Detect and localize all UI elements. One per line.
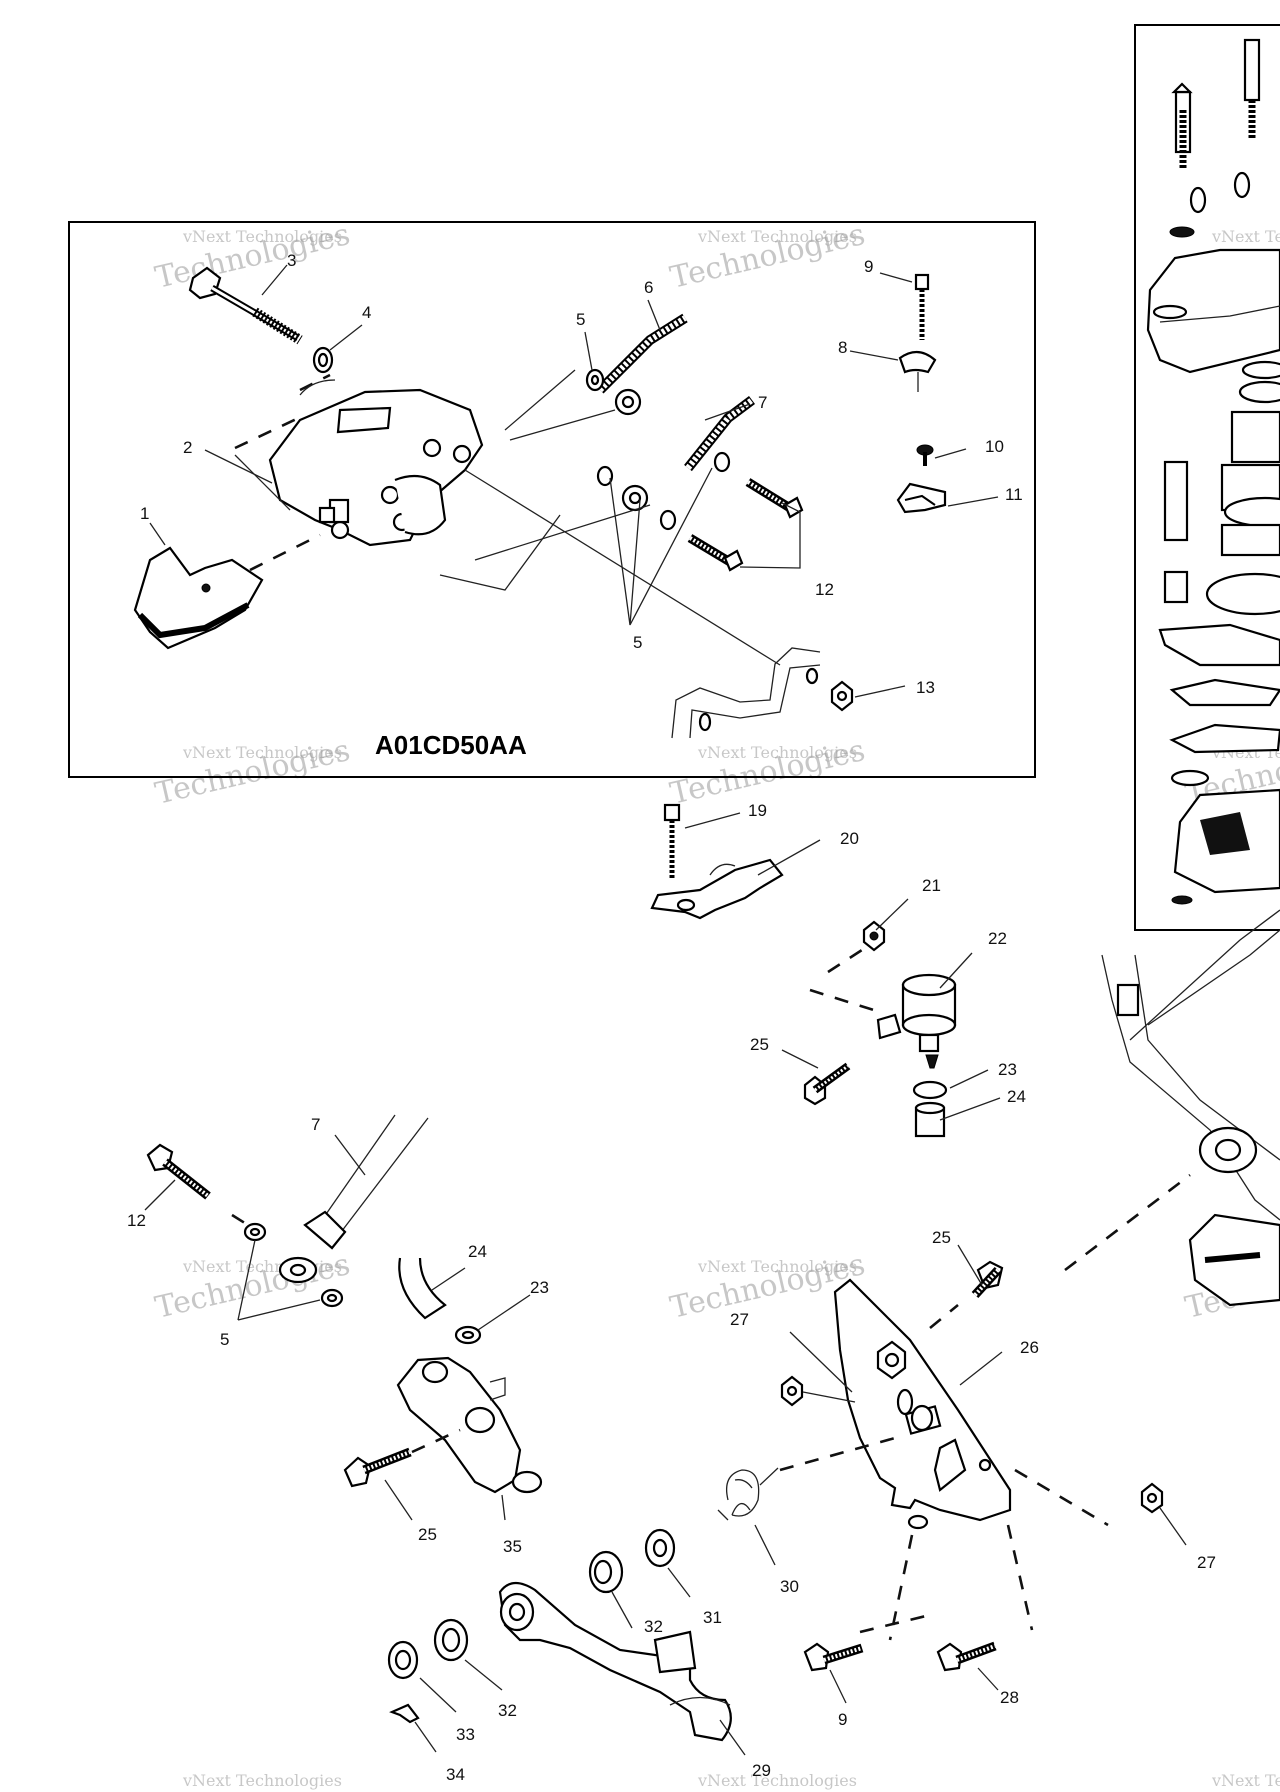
- callout: 27: [1197, 1553, 1216, 1572]
- callout: 22: [988, 929, 1007, 948]
- caliper-bolt: [188, 266, 303, 345]
- callout: 30: [780, 1577, 799, 1596]
- callout: 32: [498, 1701, 517, 1720]
- svg-text:vNext Technologies: vNext Technologies: [697, 1257, 857, 1276]
- callout: 32: [644, 1617, 663, 1636]
- banjo-bolts: [687, 478, 804, 572]
- inset-assembly-lines: [234, 369, 781, 666]
- callout: 5: [633, 633, 642, 652]
- callout: 1: [140, 504, 149, 523]
- watermark: vNext Technologies Technologies: [152, 1247, 353, 1326]
- pedal-frame: [1101, 909, 1280, 1307]
- callout: 13: [916, 678, 935, 697]
- svg-text:vNext Technologies: vNext Technologies: [1211, 227, 1280, 246]
- callouts: 1 2 3 4 5 6 7 8 9 10 11 12 5 13 19 20 21…: [127, 251, 1216, 1784]
- hose-clamp-screw: [898, 273, 937, 392]
- callout: 24: [1007, 1087, 1026, 1106]
- callout: 11: [1005, 485, 1023, 504]
- callout: 7: [311, 1115, 320, 1134]
- callout: 12: [815, 580, 834, 599]
- master-cylinder: [343, 1356, 543, 1494]
- watermark: vNext Technologies: [1211, 227, 1280, 246]
- mounting-bracket: [650, 803, 784, 920]
- callout: 9: [838, 1710, 847, 1729]
- callout: 25: [418, 1525, 437, 1544]
- watermark: vNext Technologies: [1211, 1771, 1280, 1790]
- callout: 7: [758, 393, 767, 412]
- callout: 2: [183, 438, 192, 457]
- reservoir-assembly: [803, 920, 957, 1138]
- watermark: vNext Technologies Technologies: [667, 217, 868, 296]
- svg-text:vNext Technologies: vNext Technologies: [1211, 1771, 1280, 1790]
- watermark: vNext Technologies Technologies: [152, 733, 353, 812]
- lower-bolts: [803, 1524, 1034, 1672]
- svg-text:vNext Technologies: vNext Technologies: [697, 227, 857, 246]
- callout: 5: [220, 1330, 229, 1349]
- svg-text:vNext Technologies: vNext Technologies: [182, 1771, 342, 1790]
- callout: 5: [576, 310, 585, 329]
- caliper: [268, 388, 484, 547]
- callout: 35: [503, 1537, 522, 1556]
- callout: 27: [730, 1310, 749, 1329]
- brake-hose-upper: [585, 313, 688, 416]
- brake-hose-lower: [596, 396, 755, 531]
- callout: 9: [864, 257, 873, 276]
- lower-hose-assembly: [146, 1114, 429, 1308]
- callout: 10: [985, 437, 1004, 456]
- watermark: vNext Technologies: [697, 1771, 857, 1790]
- callout: 23: [530, 1278, 549, 1297]
- inset-frame: [68, 221, 1036, 778]
- callout: 29: [752, 1761, 771, 1780]
- callout: 4: [362, 303, 371, 322]
- short-hose-clamp: [398, 1257, 482, 1345]
- callout: 21: [922, 876, 941, 895]
- callout: 23: [998, 1060, 1017, 1079]
- callout: 24: [468, 1242, 487, 1261]
- clip-screw: [896, 444, 947, 514]
- svg-text:vNext Technologies: vNext Technologies: [697, 743, 857, 762]
- callout: 3: [287, 251, 296, 270]
- pedal-bracket-plate: [780, 1173, 1191, 1530]
- callout: 34: [446, 1765, 465, 1784]
- svg-text:vNext Technologies: vNext Technologies: [697, 1771, 857, 1790]
- callout: 25: [932, 1228, 951, 1247]
- watermark: vNext Technologies: [182, 1771, 342, 1790]
- callout: 6: [644, 278, 653, 297]
- pedal-arm-assembly: [387, 1436, 931, 1742]
- watermark: vNext Technologies Technologies: [667, 733, 868, 812]
- master-cylinder-exploded-view: [1134, 24, 1280, 931]
- callout: 33: [456, 1725, 475, 1744]
- callout: 31: [703, 1608, 722, 1627]
- callout: 28: [1000, 1688, 1019, 1707]
- callout: 20: [840, 829, 859, 848]
- svg-text:vNext Technologies: vNext Technologies: [182, 227, 342, 246]
- callout: 25: [750, 1035, 769, 1054]
- watermark: vNext Technologies Technologies: [152, 217, 353, 296]
- callout: 12: [127, 1211, 146, 1230]
- inset-code: A01CD50AA: [375, 730, 527, 760]
- frame-nut: [671, 647, 854, 739]
- svg-text:vNext Technologies: vNext Technologies: [182, 743, 342, 762]
- callout: 26: [1020, 1338, 1039, 1357]
- leader-lines: [144, 264, 1187, 1756]
- washer: [312, 346, 334, 374]
- brake-pad: [133, 546, 264, 650]
- callout: 19: [748, 801, 767, 820]
- callout: 8: [838, 338, 847, 357]
